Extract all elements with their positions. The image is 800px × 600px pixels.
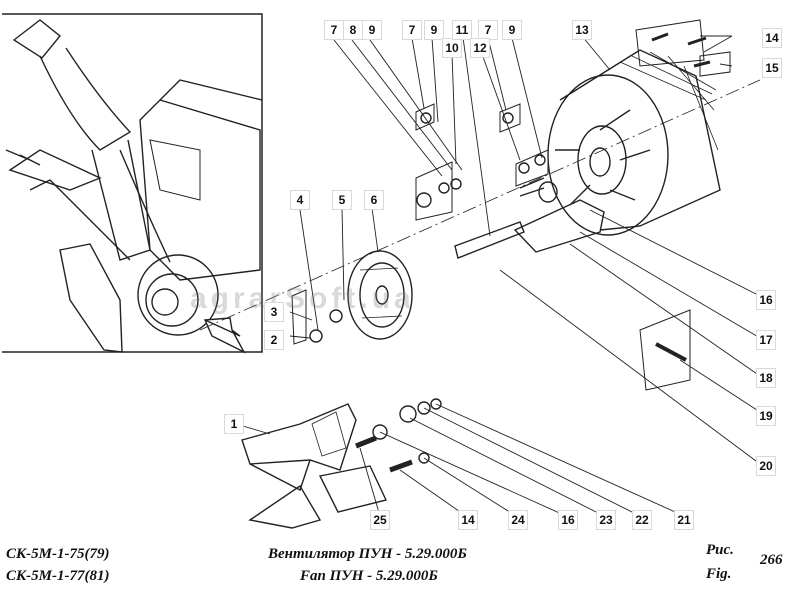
callout-label: 4 [290, 190, 310, 210]
caption-ru: Вентилятор ПУН - 5.29.000Б [268, 546, 467, 562]
callout-label: 10 [442, 38, 462, 58]
callout-label: 14 [458, 510, 478, 530]
caption-en: Fan ПУН - 5.29.000Б [300, 568, 438, 584]
watermark: agrarSoft.ua [190, 282, 415, 315]
combine-inset-sketch [5, 19, 263, 354]
callout-label: 2 [264, 330, 284, 350]
callout-label: 11 [452, 20, 472, 40]
callout-label: 15 [762, 58, 782, 78]
callout-label: 18 [756, 368, 776, 388]
inset-frame [2, 13, 263, 353]
fan-drum [547, 49, 721, 236]
figure-number: 266 [760, 552, 783, 568]
callout-label: 5 [332, 190, 352, 210]
callout-label: 19 [756, 406, 776, 426]
callout-label: 9 [424, 20, 444, 40]
pulley [347, 250, 413, 340]
callout-label: 22 [632, 510, 652, 530]
cover-plates [241, 403, 387, 529]
hardware-plates [291, 19, 731, 391]
axis-line [199, 79, 761, 331]
callout-label: 16 [558, 510, 578, 530]
callout-label: 9 [362, 20, 382, 40]
leader-lines [235, 29, 761, 517]
callout-label: 1 [224, 414, 244, 434]
callout-label: 6 [364, 190, 384, 210]
callout-label: 14 [762, 28, 782, 48]
callout-label: 21 [674, 510, 694, 530]
callout-label: 20 [756, 456, 776, 476]
fig-label-en: Fig. [706, 566, 732, 582]
fig-label-ru: Рис. [706, 542, 734, 558]
fasteners [309, 32, 711, 473]
shaft-assembly [454, 177, 605, 259]
callout-label: 25 [370, 510, 390, 530]
callout-label: 8 [343, 20, 363, 40]
callout-label: 23 [596, 510, 616, 530]
callout-label: 7 [324, 20, 344, 40]
model-code-1: СК-5М-1-75(79) [6, 546, 110, 562]
callout-label: 3 [264, 302, 284, 322]
callout-label: 12 [470, 38, 490, 58]
callout-label: 7 [402, 20, 422, 40]
callout-label: 24 [508, 510, 528, 530]
callout-label: 17 [756, 330, 776, 350]
model-code-2: СК-5М-1-77(81) [6, 568, 110, 584]
callout-label: 7 [478, 20, 498, 40]
callout-label: 9 [502, 20, 522, 40]
callout-label: 13 [572, 20, 592, 40]
callout-label: 16 [756, 290, 776, 310]
pointer-arrow-icon [203, 317, 246, 354]
